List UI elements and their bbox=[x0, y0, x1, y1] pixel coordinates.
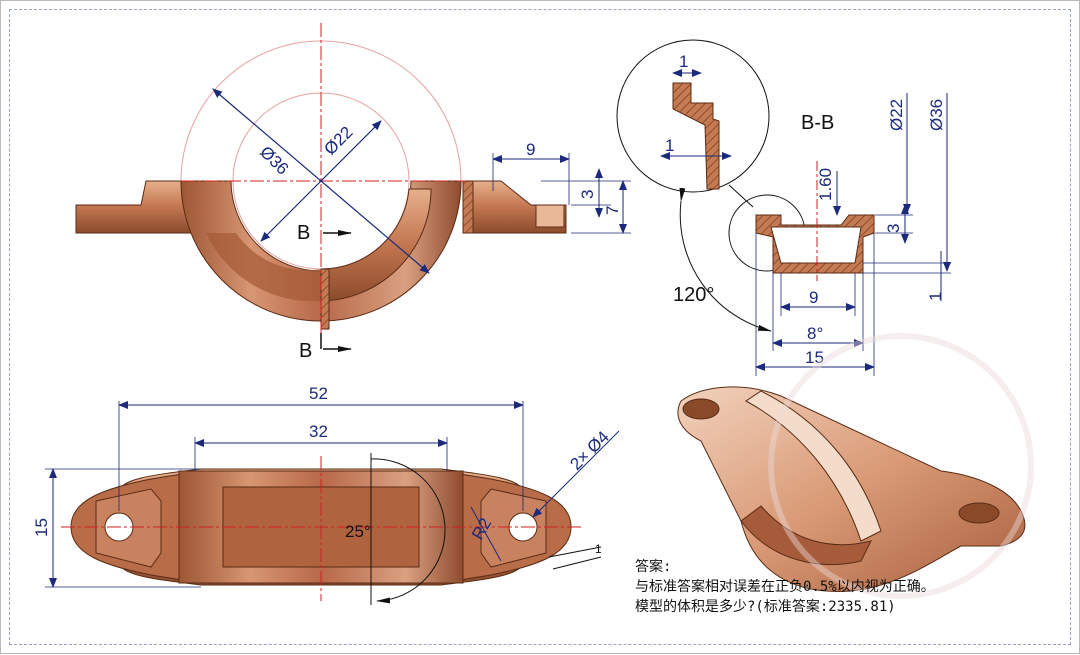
answer-line-1: 与标准答案相对误差在正负0.5%以内视为正确。 bbox=[635, 579, 935, 595]
answer-line-2: 模型的体积是多少?(标准答案:2335.81) bbox=[635, 599, 896, 615]
dim-d22-section: Ø22 bbox=[887, 99, 906, 131]
answer-block: 答案: 与标准答案相对误差在正负0.5%以内视为正确。 模型的体积是多少?(标准… bbox=[635, 557, 1065, 617]
section-title: B-B bbox=[801, 112, 834, 134]
section-mark-top: B bbox=[297, 222, 310, 244]
watermark-ring bbox=[768, 333, 1034, 599]
dim-3-section: 3 bbox=[884, 224, 903, 233]
angle-8: 8° bbox=[807, 324, 823, 343]
answer-heading: 答案: bbox=[635, 559, 672, 575]
front-view: Ø36 Ø22 B B 9 3 7 bbox=[75, 23, 631, 362]
angle-120: 120° bbox=[673, 284, 714, 306]
dim-15-section: 15 bbox=[805, 348, 824, 367]
dim-9-section: 9 bbox=[809, 288, 818, 307]
dim-9-top: 9 bbox=[526, 140, 535, 159]
hole-note: 2× Ø4 bbox=[566, 427, 613, 474]
dim-1-section: 1 bbox=[926, 292, 945, 301]
detail-dim-1-top: 1 bbox=[679, 52, 688, 71]
detail-view: 1 1 bbox=[616, 39, 770, 208]
section-bb: B-B 1.60 3 Ø22 Ø36 1 9 8° bbox=[673, 93, 951, 376]
dim-160: 1.60 bbox=[816, 168, 835, 201]
detail-dim-1-mid: 1 bbox=[665, 136, 674, 155]
tol-mark: 1 bbox=[595, 542, 602, 556]
dim-d36-section: Ø36 bbox=[927, 99, 946, 131]
drawing-border bbox=[9, 9, 1071, 645]
dim-3-top: 3 bbox=[578, 190, 597, 199]
left-flange bbox=[75, 180, 192, 234]
top-view: 52 32 15 2× Ø4 25° R2 1 bbox=[32, 384, 620, 605]
dim-32: 32 bbox=[309, 422, 328, 441]
angle-25: 25° bbox=[345, 522, 371, 541]
dim-52: 52 bbox=[309, 384, 328, 403]
isometric-view bbox=[677, 333, 1034, 599]
dim-7-top: 7 bbox=[603, 206, 622, 215]
section-mark-bottom: B bbox=[299, 340, 312, 362]
dim-15-bottom: 15 bbox=[32, 518, 51, 537]
